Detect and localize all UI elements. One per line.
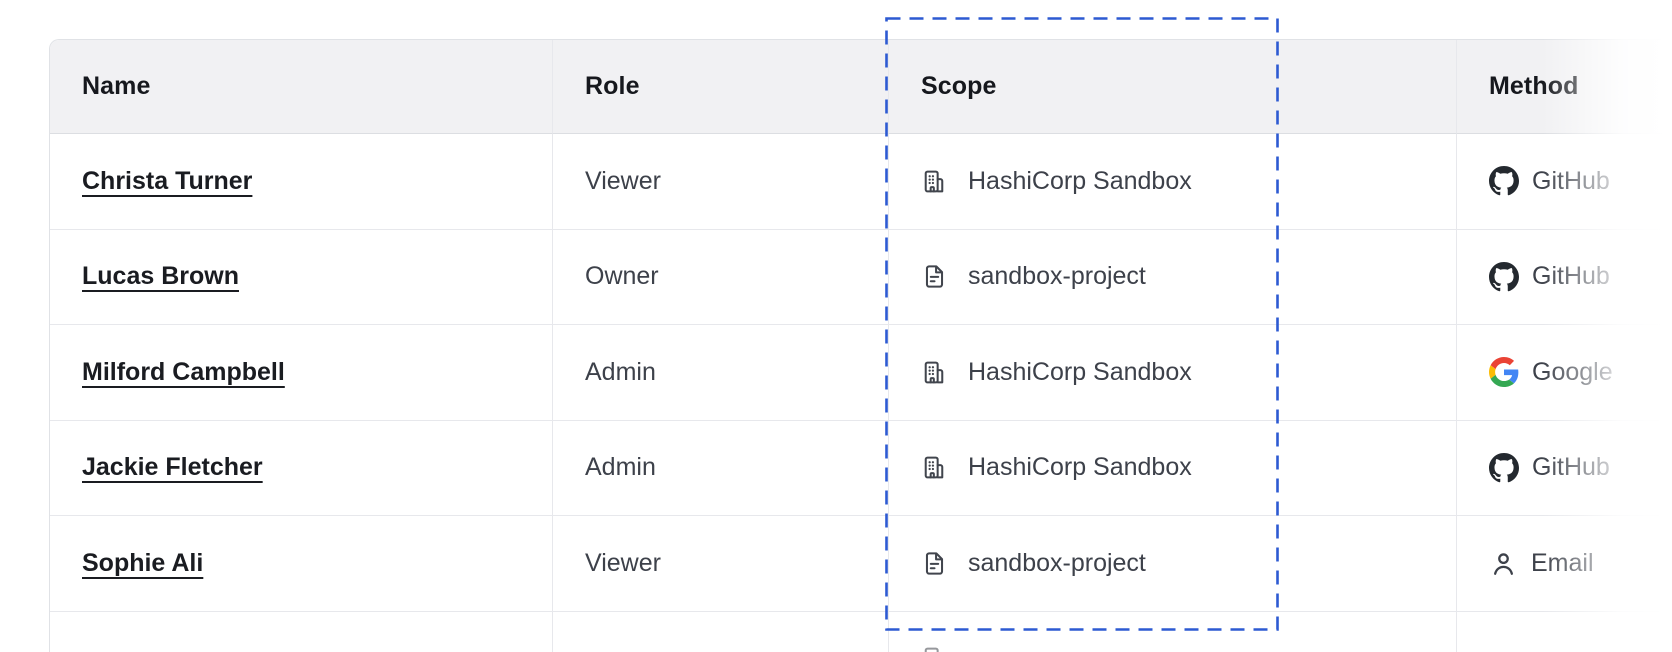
role-cell: Viewer [553,516,889,612]
role-cell: Admin [553,420,889,516]
member-name-link[interactable]: Sophie Ali [82,548,204,577]
scope-cell: sandbox-project [889,516,1457,612]
member-name-link[interactable]: Milford Campbell [82,357,285,386]
role-value: Owner [585,262,659,291]
user-icon [1489,549,1518,578]
scope-cell [889,611,1457,652]
scope-value: sandbox-project [968,548,1146,577]
name-cell: Lucas Brown [50,229,553,325]
github-icon [1489,166,1519,196]
name-cell [50,611,553,652]
github-icon [1489,262,1519,292]
scope-value: HashiCorp Sandbox [968,166,1192,195]
role-value: Admin [585,357,656,386]
method-cell: Email [1457,516,1672,612]
method-cell: GitHub [1457,420,1672,516]
file-text-icon [921,263,948,290]
method-cell: Google [1457,325,1672,421]
method-cell: GitHub [1457,134,1672,230]
scope-cell: HashiCorp Sandbox [889,420,1457,516]
column-header-role: Role [553,40,889,134]
member-name-link[interactable]: Lucas Brown [82,262,239,291]
method-value: Google [1532,357,1613,386]
org-building-icon [921,359,948,386]
method-value: GitHub [1532,262,1610,291]
github-icon [1489,453,1519,483]
method-value: GitHub [1532,453,1610,482]
role-cell: Admin [553,325,889,421]
role-cell [553,611,889,652]
member-name-link[interactable]: Christa Turner [82,166,253,195]
org-building-icon [921,168,948,195]
scope-cell: HashiCorp Sandbox [889,134,1457,230]
column-header-name: Name [50,40,553,134]
google-icon [1489,357,1519,387]
name-cell: Sophie Ali [50,516,553,612]
method-cell: GitHub [1457,229,1672,325]
method-cell [1457,611,1672,652]
role-value: Viewer [585,166,661,195]
member-name-link[interactable]: Jackie Fletcher [82,453,263,482]
org-building-icon [921,645,948,652]
org-building-icon [921,454,948,481]
method-value: Email [1531,548,1594,577]
column-header-role-label: Role [585,72,640,100]
method-value: GitHub [1532,166,1610,195]
column-header-name-label: Name [82,72,151,100]
name-cell: Christa Turner [50,134,553,230]
scope-cell: sandbox-project [889,229,1457,325]
name-cell: Jackie Fletcher [50,420,553,516]
scope-cell: HashiCorp Sandbox [889,325,1457,421]
name-cell: Milford Campbell [50,325,553,421]
file-text-icon [921,550,948,577]
column-header-method: Method [1457,40,1672,134]
column-header-method-label: Method [1489,72,1579,100]
role-cell: Viewer [553,134,889,230]
column-header-scope: Scope [889,40,1457,134]
members-table: Name Role Scope Method Christa Turner Vi… [49,39,1672,652]
role-cell: Owner [553,229,889,325]
scope-value: sandbox-project [968,262,1146,291]
column-header-scope-label: Scope [921,72,997,100]
role-value: Admin [585,453,656,482]
role-value: Viewer [585,548,661,577]
scope-value: HashiCorp Sandbox [968,453,1192,482]
scope-value: HashiCorp Sandbox [968,357,1192,386]
